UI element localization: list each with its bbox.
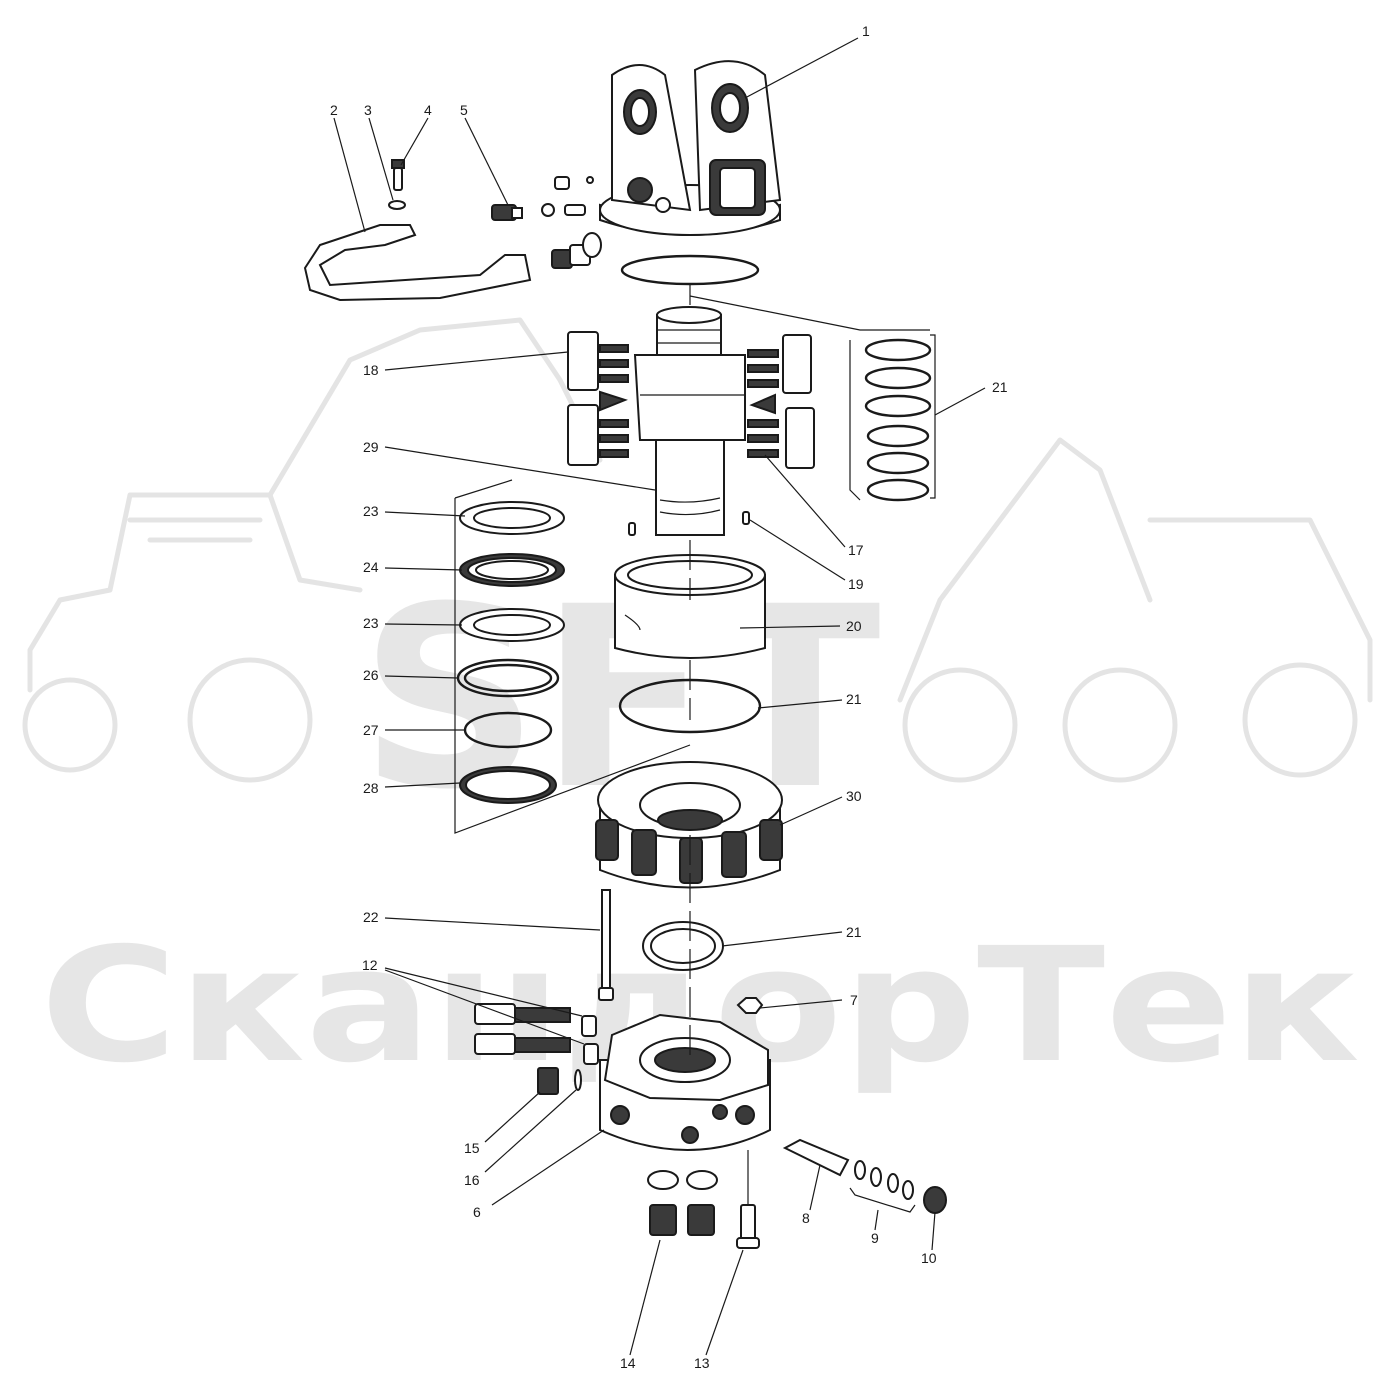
callout-27: 27 bbox=[363, 722, 379, 738]
callout-19: 19 bbox=[848, 576, 864, 592]
fittings-top bbox=[491, 176, 602, 269]
callout-24: 24 bbox=[363, 559, 379, 575]
callout-18: 18 bbox=[363, 362, 379, 378]
callout-16: 16 bbox=[464, 1172, 480, 1188]
callout-10: 10 bbox=[921, 1250, 937, 1266]
bracket-bearing-group bbox=[454, 498, 691, 834]
bracket-ring-group-left bbox=[849, 340, 861, 501]
clamp-blocks-left bbox=[567, 331, 629, 466]
callout-23-top: 23 bbox=[363, 503, 379, 519]
grease-nipple bbox=[391, 159, 405, 191]
callout-8: 8 bbox=[802, 1210, 810, 1226]
callout-22: 22 bbox=[363, 909, 379, 925]
filter-screen bbox=[537, 1067, 559, 1095]
long-bolt bbox=[598, 889, 614, 1001]
shaft bbox=[633, 306, 746, 536]
callout-26: 26 bbox=[363, 667, 379, 683]
callout-2: 2 bbox=[330, 102, 338, 118]
bracket-ring-group bbox=[930, 334, 936, 499]
callout-29: 29 bbox=[363, 439, 379, 455]
hex-nut bbox=[736, 997, 764, 1014]
callout-3: 3 bbox=[364, 102, 372, 118]
clamp-blocks-right bbox=[747, 334, 815, 469]
callout-28: 28 bbox=[363, 780, 379, 796]
check-valves bbox=[474, 1003, 599, 1065]
watermark-tractor-left bbox=[22, 317, 603, 783]
callout-7: 7 bbox=[850, 992, 858, 1008]
pin-left bbox=[628, 522, 636, 536]
callout-9: 9 bbox=[871, 1230, 879, 1246]
callout-1: 1 bbox=[862, 23, 870, 39]
callout-12: 12 bbox=[362, 957, 378, 973]
callout-17: 17 bbox=[848, 542, 864, 558]
rotator-head bbox=[599, 60, 782, 236]
short-bolt bbox=[736, 1150, 760, 1249]
o-ring-small bbox=[388, 200, 406, 210]
base bbox=[599, 1013, 771, 1151]
callout-6: 6 bbox=[473, 1204, 481, 1220]
washer-small bbox=[574, 1069, 582, 1091]
callout-5: 5 bbox=[460, 102, 468, 118]
port-fittings bbox=[647, 1170, 718, 1236]
seal-ring-stack bbox=[864, 338, 932, 502]
bearing-sleeve bbox=[614, 554, 766, 659]
housing bbox=[595, 761, 783, 889]
callout-4: 4 bbox=[424, 102, 432, 118]
cap-nut bbox=[923, 1186, 947, 1214]
leader-lines bbox=[333, 37, 986, 1356]
bearing-stack bbox=[456, 501, 565, 804]
callout-30: 30 bbox=[846, 788, 862, 804]
washer-set bbox=[849, 1160, 916, 1213]
callout-20: 20 bbox=[846, 618, 862, 634]
callout-labels: 1 2 3 4 5 18 21 29 17 23 24 23 19 20 26 … bbox=[330, 23, 1008, 1371]
watermark-tractor-right bbox=[897, 437, 1373, 783]
leader-ring-group bbox=[689, 295, 930, 331]
bracket-bearing-top bbox=[454, 479, 513, 499]
callout-23-bottom: 23 bbox=[363, 615, 379, 631]
o-ring-head bbox=[620, 254, 760, 286]
handle bbox=[303, 224, 532, 302]
callout-21-top: 21 bbox=[992, 379, 1008, 395]
callout-21-lower: 21 bbox=[846, 924, 862, 940]
callout-21-middle: 21 bbox=[846, 691, 862, 707]
pin-right bbox=[742, 511, 750, 525]
callout-15: 15 bbox=[464, 1140, 480, 1156]
callout-14: 14 bbox=[620, 1355, 636, 1371]
plug-sleeve bbox=[782, 1138, 850, 1177]
callout-13: 13 bbox=[694, 1355, 710, 1371]
